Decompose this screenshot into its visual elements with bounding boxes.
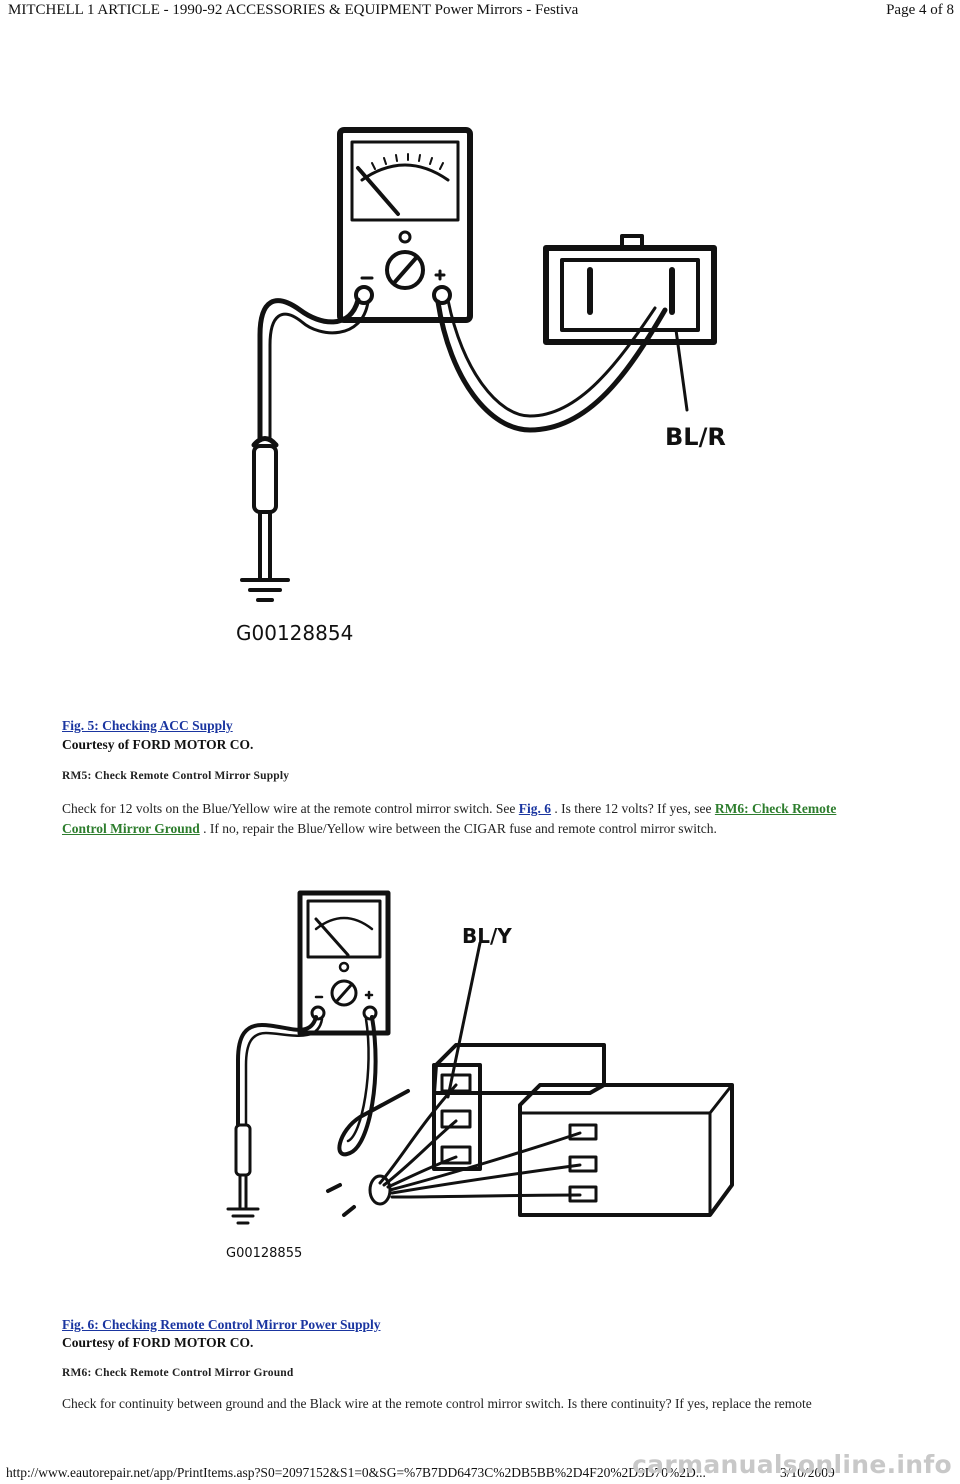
rm6-paragraph: Check for continuity between ground and …: [62, 1396, 812, 1411]
rm6-link[interactable]: RM6: Check Remote Control Mirror Ground: [62, 801, 837, 836]
figure-6-diagram: BL/Y G00128855: [226, 890, 734, 1261]
rm5-text-2: . Is there 12 volts? If yes, see: [551, 801, 715, 816]
figure-5-code: G00128854: [236, 621, 353, 645]
page-number: Page 4 of 8: [886, 2, 954, 18]
document-title: MITCHELL 1 ARTICLE - 1990-92 ACCESSORIES…: [8, 2, 579, 18]
figure-6-courtesy: Courtesy of FORD MOTOR CO.: [62, 1335, 254, 1350]
watermark-text: carmanualsonline.info: [632, 1450, 952, 1479]
rm6-heading: RM6: Check Remote Control Mirror Ground: [62, 1367, 294, 1379]
rm5-heading: RM5: Check Remote Control Mirror Supply: [62, 770, 290, 782]
watermark: carmanualsonline.info: [632, 1450, 952, 1479]
rm5-text-3: . If no, repair the Blue/Yellow wire bet…: [199, 821, 717, 836]
footer-url: http://www.eautorepair.net/app/PrintItem…: [6, 1465, 706, 1480]
figure-5-diagram: BL/R G00128854: [236, 127, 726, 645]
figure-6-code: G00128855: [226, 1246, 302, 1261]
footer-date: 3/10/2009: [780, 1465, 835, 1480]
rm5-paragraph: Check for 12 volts on the Blue/Yellow wi…: [62, 799, 882, 839]
figure-6-wire-label: BL/Y: [462, 924, 512, 948]
rm5-text-1: Check for 12 volts on the Blue/Yellow wi…: [62, 801, 519, 816]
figure-6-caption-link[interactable]: Fig. 6: Checking Remote Control Mirror P…: [62, 1317, 381, 1332]
figure-5-wire-label: BL/R: [665, 423, 726, 451]
figure-5-caption-link[interactable]: Fig. 5: Checking ACC Supply: [62, 718, 233, 733]
fig-6-link[interactable]: Fig. 6: [518, 801, 552, 816]
figure-5-courtesy: Courtesy of FORD MOTOR CO.: [62, 737, 254, 752]
